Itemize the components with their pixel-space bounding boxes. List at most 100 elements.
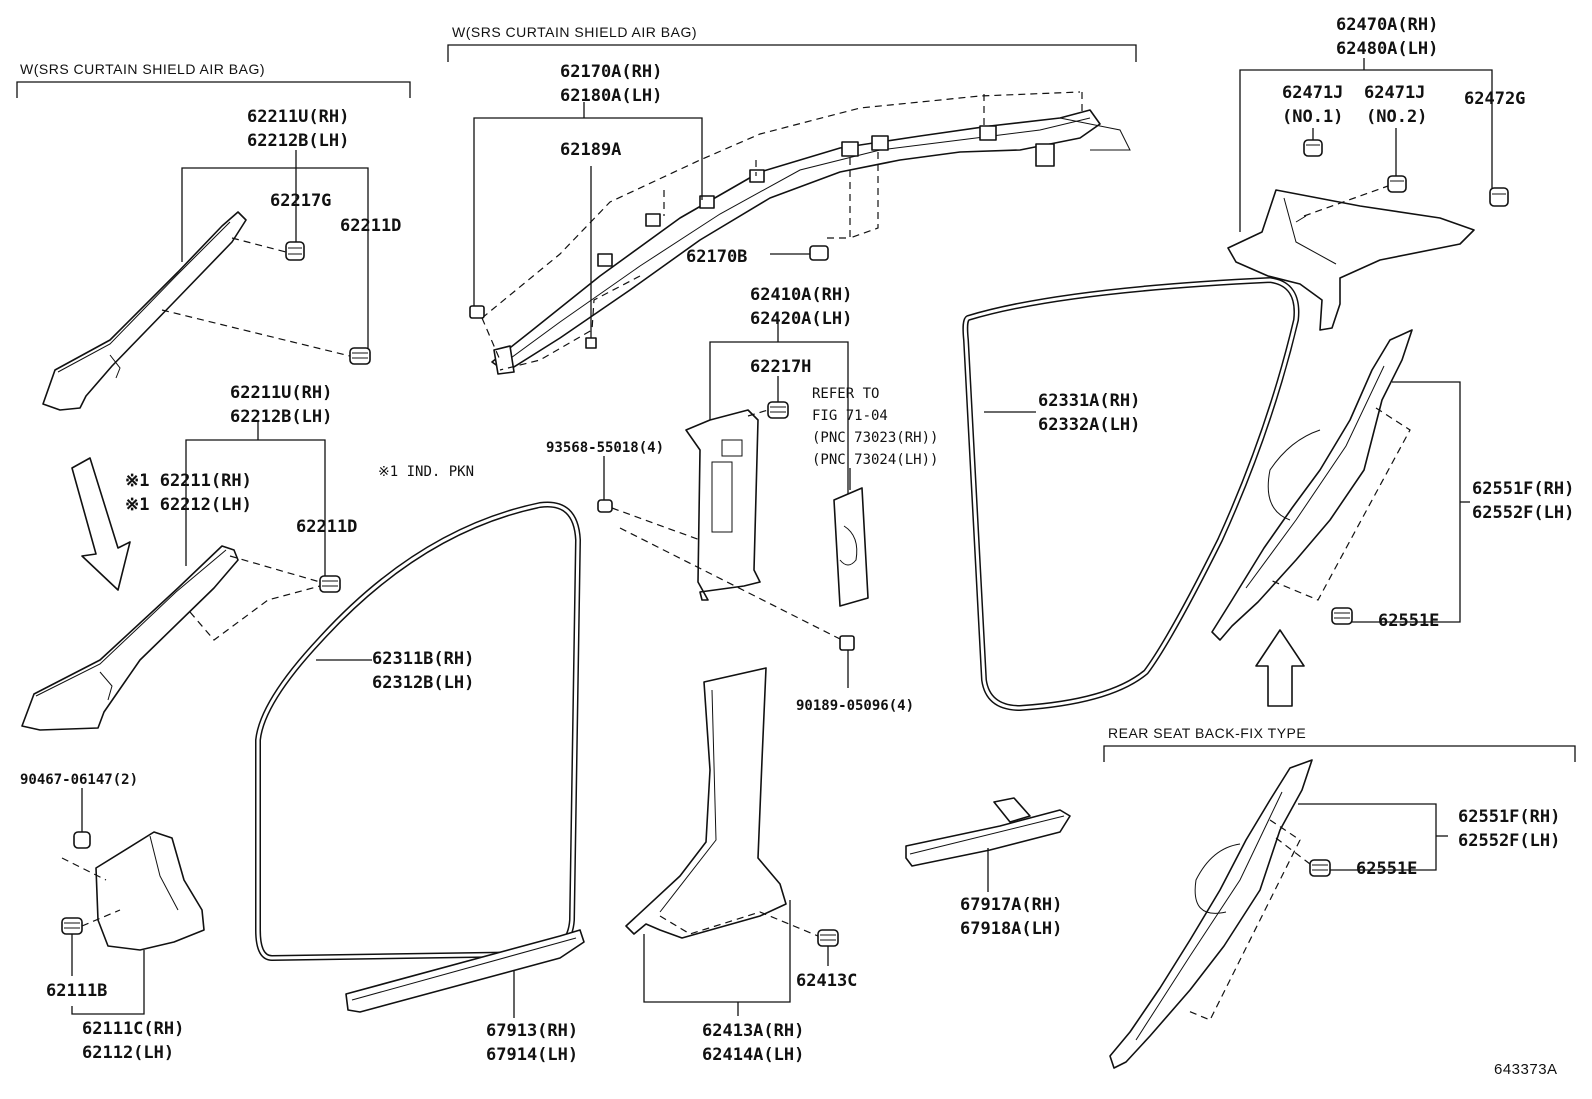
label-67918A: 67918A(LH) (960, 919, 1062, 939)
big-arrow-down (71, 457, 131, 591)
label-62189A: 62189A (560, 140, 621, 160)
clip-62471J-no1[interactable] (1303, 139, 1323, 157)
label-62170B: 62170B (686, 247, 747, 267)
label-62212B-a: 62212B(LH) (247, 131, 349, 151)
seatbelt-anchor-cover[interactable] (833, 487, 869, 607)
label-62211D-a: 62211D (340, 216, 401, 236)
label-93568: 93568-55018(4) (546, 440, 664, 456)
label-62211U-b: 62211U(RH) (230, 383, 332, 403)
label-62480A: 62480A(LH) (1336, 39, 1438, 59)
note-refer-pnc-lh: (PNC 73024(LH)) (812, 452, 938, 468)
label-62312B: 62312B(LH) (372, 673, 474, 693)
label-67917A: 67917A(RH) (960, 895, 1062, 915)
center-pillar-garnish-lower[interactable] (625, 667, 787, 939)
header-curtain-top: W(SRS CURTAIN SHIELD AIR BAG) (452, 24, 697, 40)
cowl-side-trim[interactable] (95, 831, 205, 951)
bracket-curtain-left (16, 81, 411, 98)
label-62211U-a: 62211U(RH) (247, 107, 349, 127)
label-90189: 90189-05096(4) (796, 698, 914, 714)
roof-side-inner-garnish[interactable] (1227, 189, 1475, 331)
label-62414A: 62414A(LH) (702, 1045, 804, 1065)
front-scuff-plate[interactable] (345, 929, 585, 1013)
label-62551E-b: 62551E (1356, 859, 1417, 879)
label-62552F-a: 62552F(LH) (1472, 503, 1574, 523)
label-62217G: 62217G (270, 191, 331, 211)
leader-62413A (643, 900, 791, 1003)
screw-93568-55018[interactable] (597, 499, 613, 513)
leader-62211U-b (185, 439, 326, 576)
bracket-rear-seat (1103, 745, 1576, 762)
label-62211D-b: 62211D (296, 517, 357, 537)
label-62111C: 62111C(RH) (82, 1019, 184, 1039)
label-62170A: 62170A(RH) (560, 62, 662, 82)
label-62551F-b: 62551F(RH) (1458, 807, 1560, 827)
label-62470A: 62470A(RH) (1336, 15, 1438, 35)
header-curtain-left: W(SRS CURTAIN SHIELD AIR BAG) (20, 61, 265, 77)
note-refer-fig: FIG 71-04 (812, 408, 888, 424)
clip-62211D-upper[interactable] (349, 347, 371, 365)
nut-90189-05096[interactable] (839, 635, 855, 651)
label-62211: ※1 62211(RH) (125, 471, 252, 491)
label-62551E-a: 62551E (1378, 611, 1439, 631)
note-refer-to: REFER TO (812, 386, 879, 402)
label-62212B-b: 62212B(LH) (230, 407, 332, 427)
label-62471J-no1-sub: (NO.1) (1282, 107, 1343, 127)
clip-62211D-lower[interactable] (319, 575, 341, 593)
rear-scuff-plate[interactable] (905, 797, 1071, 867)
label-62111B: 62111B (46, 981, 107, 1001)
clip-left-end[interactable] (469, 305, 485, 319)
label-62413A: 62413A(RH) (702, 1021, 804, 1041)
clip-62472G[interactable] (1489, 187, 1509, 207)
label-62410A: 62410A(RH) (750, 285, 852, 305)
label-62331A: 62331A(RH) (1038, 391, 1140, 411)
clip-62217H[interactable] (767, 401, 789, 419)
label-62311B: 62311B(RH) (372, 649, 474, 669)
label-67913: 67913(RH) (486, 1021, 578, 1041)
clip-62551E-upper[interactable] (1331, 607, 1353, 625)
label-62552F-b: 62552F(LH) (1458, 831, 1560, 851)
label-90467: 90467-06147(2) (20, 772, 138, 788)
leader-62211U-a (181, 167, 369, 348)
note-refer-pnc-rh: (PNC 73023(RH)) (812, 430, 938, 446)
clip-62189A[interactable] (585, 337, 597, 349)
front-pillar-garnish-upper[interactable] (42, 211, 247, 411)
clip-62217G[interactable] (285, 241, 305, 261)
center-pillar-garnish-upper[interactable] (685, 409, 761, 601)
label-62472G: 62472G (1464, 89, 1525, 109)
front-door-weatherstrip[interactable] (255, 501, 581, 961)
clip-62551E-lower[interactable] (1309, 859, 1331, 877)
roof-side-rail-garnish[interactable] (491, 109, 1131, 375)
rear-pillar-garnish-upper[interactable] (1211, 329, 1413, 641)
label-67914: 67914(LH) (486, 1045, 578, 1065)
figure-id: 643373A (1494, 1061, 1558, 1078)
leader-62170A (473, 117, 703, 306)
front-pillar-garnish-lower[interactable] (21, 545, 239, 731)
label-62413C: 62413C (796, 971, 857, 991)
label-62332A: 62332A(LH) (1038, 415, 1140, 435)
leader-62410A (709, 341, 849, 540)
label-62420A: 62420A(LH) (750, 309, 852, 329)
clip-62413C[interactable] (817, 929, 839, 947)
clip-62111B[interactable] (61, 917, 83, 935)
label-62471J-no2: 62471J (1364, 83, 1425, 103)
clip-62170B[interactable] (809, 245, 829, 261)
leader-62551F-b (1298, 803, 1437, 871)
nut-90467-06147[interactable] (73, 831, 91, 849)
label-62217H: 62217H (750, 357, 811, 377)
rear-door-weatherstrip[interactable] (962, 277, 1300, 711)
big-arrow-up (1255, 629, 1305, 707)
leader-62470A (1239, 69, 1493, 232)
label-62471J-no1: 62471J (1282, 83, 1343, 103)
header-rear-seat: REAR SEAT BACK-FIX TYPE (1108, 725, 1306, 741)
label-62471J-no2-sub: (NO.2) (1366, 107, 1427, 127)
note-ind-pkn: ※1 IND. PKN (378, 464, 474, 480)
bracket-curtain-top (447, 44, 1137, 62)
rear-pillar-garnish-lower[interactable] (1109, 759, 1313, 1069)
label-62551F-a: 62551F(RH) (1472, 479, 1574, 499)
label-62212: ※1 62212(LH) (125, 495, 252, 515)
clip-62471J-no2[interactable] (1387, 175, 1407, 193)
label-62180A: 62180A(LH) (560, 86, 662, 106)
label-62112: 62112(LH) (82, 1043, 174, 1063)
